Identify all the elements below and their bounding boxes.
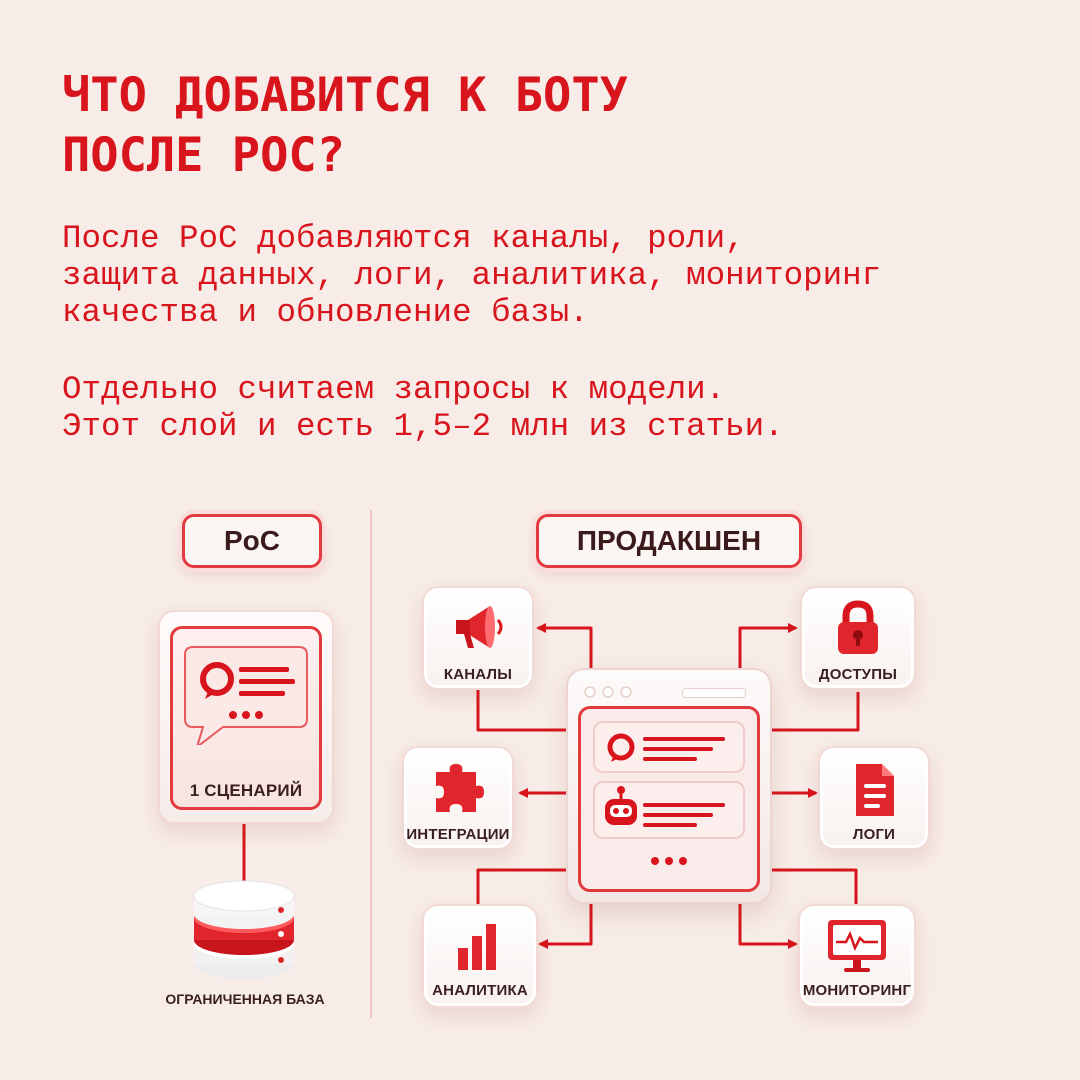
production-header: ПРОДАКШЕН <box>536 514 802 568</box>
intro-line: Отдельно считаем запросы к модели. <box>62 371 726 408</box>
node-label: МОНИТОРИНГ <box>802 982 912 999</box>
node-monitoring: МОНИТОРИНГ <box>798 904 916 1008</box>
poc-scenario-card: 1 СЦЕНАРИЙ <box>158 610 334 824</box>
arrow-monitoring <box>738 904 798 949</box>
production-bot-inner <box>578 706 760 892</box>
database-icon <box>193 880 295 979</box>
node-label: ЛОГИ <box>852 826 896 843</box>
title-line-2: ПОСЛЕ POC? <box>62 128 345 183</box>
chat-bubble-icon <box>607 733 725 762</box>
link-analytics <box>476 868 566 906</box>
robot-icon <box>605 786 725 827</box>
link-access <box>772 692 860 732</box>
node-logs: ЛОГИ <box>818 746 930 850</box>
node-label: ИНТЕГРАЦИИ <box>406 826 510 843</box>
monitor-icon <box>828 920 886 972</box>
arrow-analytics <box>538 904 593 949</box>
node-label: КАНАЛЫ <box>443 666 513 683</box>
intro-line: защита данных, логи, аналитика, монитори… <box>62 257 882 294</box>
intro-line: После PoC добавляются каналы, роли, <box>62 220 745 257</box>
arrow-access <box>738 623 798 668</box>
node-integrations: ИНТЕГРАЦИИ <box>402 746 514 850</box>
node-label: АНАЛИТИКА <box>432 982 528 999</box>
production-bot-card <box>566 668 772 904</box>
arrow-channels <box>536 623 593 668</box>
limited-base-label: ОГРАНИЧЕННАЯ БАЗА <box>165 991 325 1007</box>
title-line-1: ЧТО ДОБАВИТСЯ К БОТУ <box>62 68 628 123</box>
intro-line: Этот слой и есть 1,5–2 млн из статьи. <box>62 408 784 445</box>
document-icon <box>856 764 894 816</box>
window-address-bar <box>682 688 746 698</box>
node-label: ДОСТУПЫ <box>818 666 898 683</box>
node-analytics: АНАЛИТИКА <box>422 904 538 1008</box>
intro-paragraph-1: После PoC добавляются каналы, роли,защит… <box>62 220 881 331</box>
lock-icon <box>838 600 878 654</box>
link-channels <box>476 690 566 732</box>
window-dots-icon <box>584 686 632 698</box>
node-channels: КАНАЛЫ <box>422 586 534 690</box>
page-title: ЧТО ДОБАВИТСЯ К БОТУ ПОСЛЕ POC? <box>62 66 628 186</box>
poc-header: PoC <box>182 514 322 568</box>
node-access: ДОСТУПЫ <box>800 586 916 690</box>
intro-paragraph-2: Отдельно считаем запросы к модели.Этот с… <box>62 371 784 445</box>
ellipsis-icon <box>651 857 687 865</box>
section-divider <box>370 510 372 1018</box>
scenario-label: 1 СЦЕНАРИЙ <box>189 781 303 800</box>
chat-message-row <box>593 721 745 773</box>
poc-scenario-inner: 1 СЦЕНАРИЙ <box>170 626 322 810</box>
link-monitoring <box>772 868 858 906</box>
megaphone-icon <box>456 606 503 648</box>
intro-line: качества и обновление базы. <box>62 294 589 331</box>
puzzle-icon <box>436 764 484 812</box>
bar-chart-icon <box>458 924 496 970</box>
chat-bubble-icon <box>184 646 308 745</box>
bot-message-row <box>593 781 745 839</box>
